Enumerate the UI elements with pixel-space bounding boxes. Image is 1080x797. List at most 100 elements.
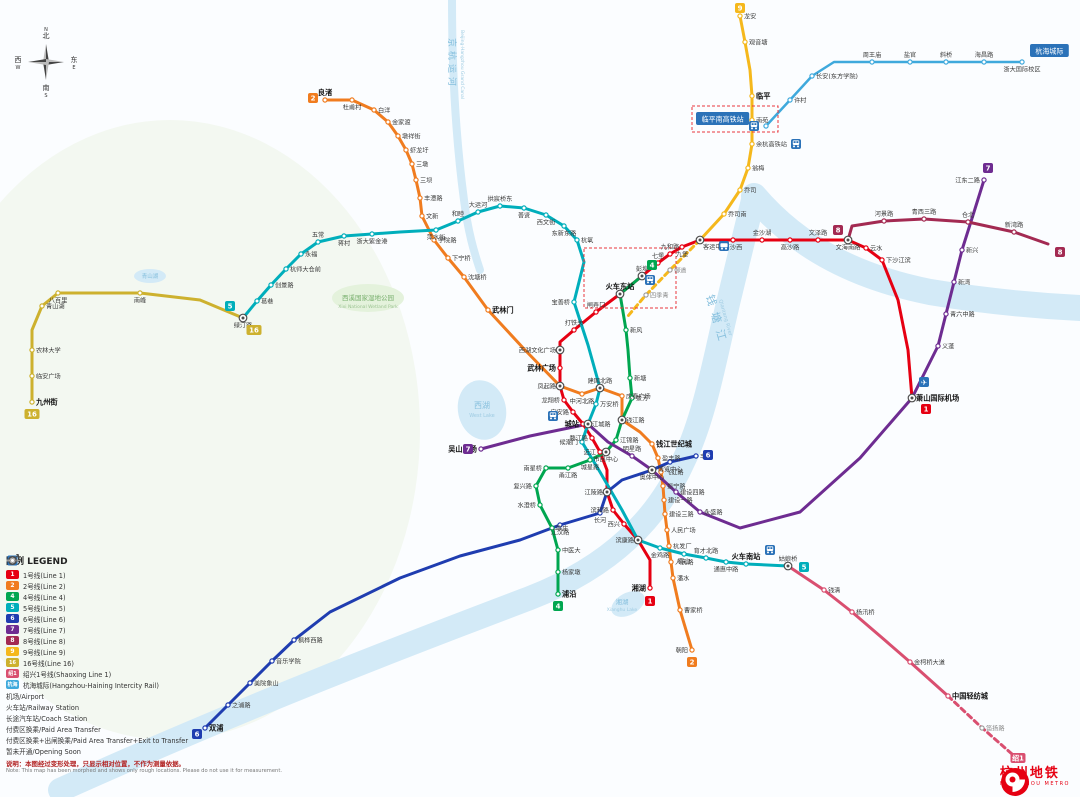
station-江陵路[interactable] (602, 487, 612, 497)
station-滨和路[interactable] (610, 507, 616, 513)
station-八百里[interactable] (55, 290, 61, 296)
station-临平[interactable] (749, 93, 755, 99)
station-云水[interactable] (863, 245, 869, 251)
station-下沙江滨[interactable] (879, 257, 885, 263)
station-宝善桥[interactable] (571, 299, 577, 305)
station-金家渡[interactable] (385, 119, 391, 125)
station-江东二路[interactable] (981, 177, 987, 183)
station-文新[interactable] (419, 213, 425, 219)
station-育才北路[interactable] (703, 555, 709, 561)
station-复兴路[interactable] (533, 483, 539, 489)
station-龙翔桥[interactable] (561, 397, 567, 403)
station-市民中心[interactable] (601, 447, 611, 457)
station-建国北路[interactable] (595, 383, 605, 393)
station-创景路[interactable] (268, 282, 274, 288)
station-墩祥街[interactable] (395, 133, 401, 139)
station-临安广场[interactable] (29, 373, 35, 379)
station-良渚[interactable] (322, 97, 328, 103)
station-钱江世纪城[interactable] (649, 441, 655, 447)
station-西兴[interactable] (621, 521, 627, 527)
station-通惠中路[interactable] (723, 559, 729, 565)
station-沈塘桥[interactable] (461, 274, 467, 280)
station-人民广场[interactable] (664, 527, 670, 533)
station-斜桥[interactable] (943, 59, 949, 65)
station-文泽路[interactable] (815, 237, 821, 243)
station-湘湖[interactable] (647, 585, 653, 591)
station-候潮门[interactable] (579, 439, 585, 445)
station-龙安[interactable] (737, 13, 743, 19)
station-观音塘[interactable] (742, 39, 748, 45)
station-甬江路[interactable] (565, 465, 571, 471)
station-音乐学院[interactable] (269, 658, 275, 664)
station-下宁桥[interactable] (445, 255, 451, 261)
station-四季青[interactable] (643, 292, 649, 298)
station-永福[interactable] (298, 251, 304, 257)
station-万安桥[interactable] (593, 401, 599, 407)
station-拱宸桥东[interactable] (497, 203, 503, 209)
station-中医大[interactable] (555, 547, 561, 553)
station-周王庙[interactable] (869, 59, 875, 65)
station-蜀山[interactable] (681, 551, 687, 557)
station-乔司南[interactable] (721, 211, 727, 217)
station-火车东站[interactable] (615, 289, 625, 299)
station-婺江路[interactable] (589, 435, 595, 441)
station-振宁路[interactable] (660, 483, 666, 489)
station-杭发厂[interactable] (666, 543, 672, 549)
station-三墩[interactable] (409, 161, 415, 167)
station-打铁关[interactable] (571, 327, 577, 333)
station-武林广场[interactable] (557, 365, 563, 371)
station-滨康路[interactable] (633, 535, 643, 545)
station-西湖文化广场[interactable] (555, 345, 565, 355)
station-建设一路[interactable] (661, 497, 667, 503)
station-朝阳[interactable] (689, 647, 695, 653)
station-翁梅[interactable] (745, 165, 751, 171)
station-永盛路[interactable] (697, 509, 703, 515)
station-江汉路[interactable] (557, 522, 563, 528)
station-金沙湖[interactable] (759, 237, 765, 243)
station-许村[interactable] (787, 97, 793, 103)
station-萍水街[interactable] (433, 227, 439, 233)
station-海昌路[interactable] (981, 59, 987, 65)
station-白洋[interactable] (371, 107, 377, 113)
station-御道[interactable] (667, 267, 673, 273)
station-凤起路[interactable] (555, 381, 565, 391)
station-新湾[interactable] (951, 279, 957, 285)
station-闸弄口[interactable] (593, 309, 599, 315)
station-新湾路[interactable] (1011, 229, 1017, 235)
station-大运河[interactable] (475, 209, 481, 215)
station-青六中路[interactable] (943, 311, 949, 317)
station-杭氧[interactable] (574, 237, 580, 243)
station-stop[interactable] (763, 123, 769, 129)
station-三坝[interactable] (413, 177, 419, 183)
station-盐官[interactable] (907, 59, 913, 65)
station-义蓬[interactable] (935, 343, 941, 349)
station-新风[interactable] (623, 327, 629, 333)
station-奥体中心[interactable] (647, 465, 657, 475)
station-建设三路[interactable] (662, 511, 668, 517)
station-钱江路[interactable] (617, 415, 627, 425)
station-农林大学[interactable] (29, 347, 35, 353)
station-景芳[interactable] (629, 395, 635, 401)
station-杜甫村[interactable] (349, 97, 355, 103)
station-五常[interactable] (315, 239, 321, 245)
station-定安路[interactable] (570, 409, 576, 415)
station-新塘[interactable] (627, 375, 633, 381)
station-武林门[interactable] (485, 307, 491, 313)
station-杨家墩[interactable] (555, 569, 561, 575)
station-浙大紫金港[interactable] (369, 231, 375, 237)
station-之浦路[interactable] (225, 702, 231, 708)
station-美院象山[interactable] (247, 680, 253, 686)
station-飞虹路[interactable] (658, 469, 664, 475)
station-东新东路[interactable] (561, 223, 567, 229)
station-城星路[interactable] (587, 457, 593, 463)
station-浦沿[interactable] (555, 591, 561, 597)
station-彭埠[interactable] (637, 271, 647, 281)
station-余杭高铁站[interactable] (749, 141, 755, 147)
station-蒋村[interactable] (341, 233, 347, 239)
station-长河[interactable] (597, 510, 603, 516)
station-青西三路[interactable] (921, 216, 927, 222)
station-青山湖[interactable] (39, 303, 45, 309)
station-客运中心[interactable] (695, 235, 705, 245)
station-人民路[interactable] (668, 559, 674, 565)
station-杭师大仓前[interactable] (283, 266, 289, 272)
